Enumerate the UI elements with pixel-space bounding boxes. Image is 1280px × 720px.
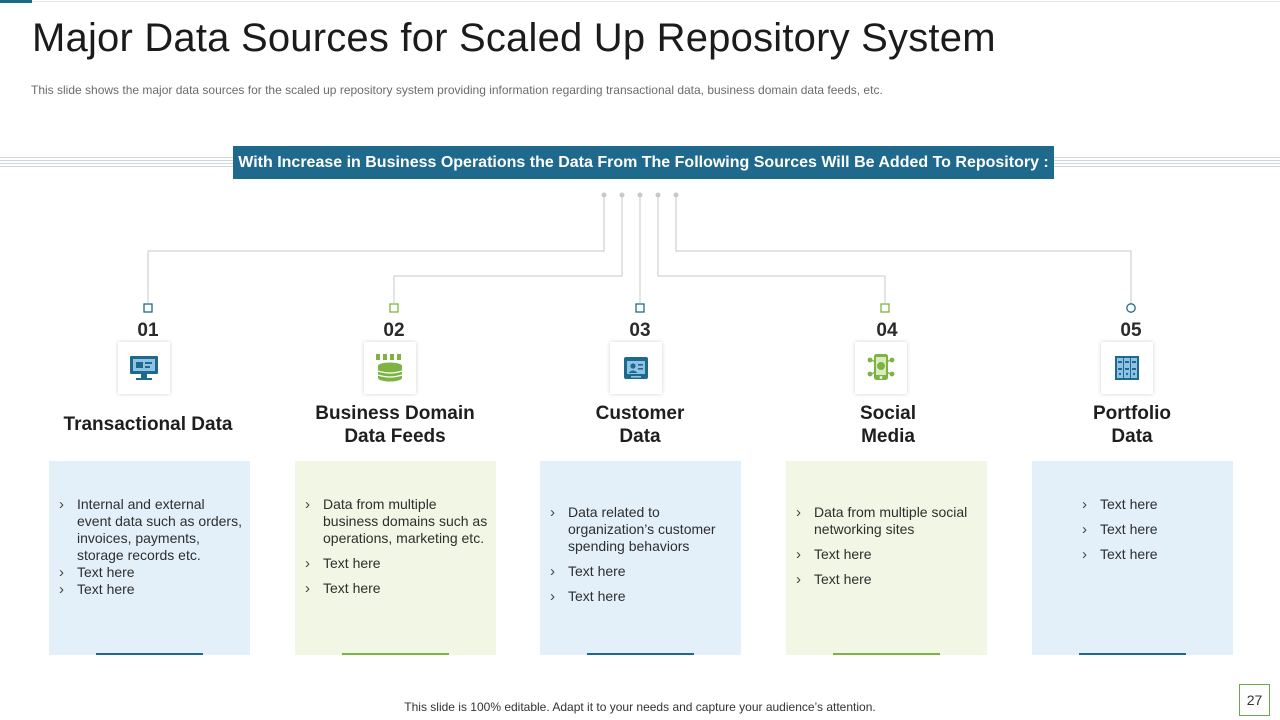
- source-card-03: Data related to organization’s customer …: [540, 461, 741, 655]
- node-marker-05: [1126, 303, 1136, 313]
- bullet-list: Data from multiple business domains such…: [305, 496, 488, 605]
- connector-04: [657, 195, 886, 303]
- smartphone-social-icon: [855, 342, 907, 394]
- bullet-item: Text here: [1082, 521, 1225, 538]
- node-marker-01: [143, 303, 153, 313]
- bullet-list: Text here Text here Text here: [1082, 496, 1225, 571]
- slide-title: Major Data Sources for Scaled Up Reposit…: [32, 16, 996, 60]
- source-card-01: Internal and external event data such as…: [49, 461, 250, 655]
- connector-dot: [619, 192, 625, 198]
- source-number-03: 03: [629, 320, 651, 341]
- page-number: 27: [1239, 684, 1270, 716]
- bullet-item: Text here: [550, 563, 733, 580]
- slide-subtitle: This slide shows the major data sources …: [31, 83, 883, 97]
- section-banner: With Increase in Business Operations the…: [233, 146, 1054, 179]
- card-accent-bar: [587, 653, 694, 655]
- source-number-02: 02: [383, 320, 405, 341]
- source-card-02: Data from multiple business domains such…: [295, 461, 496, 655]
- top-accent-bar: [0, 0, 32, 3]
- source-number-05: 05: [1120, 320, 1142, 341]
- connector-01: [147, 195, 605, 303]
- bullet-item: Text here: [305, 555, 488, 572]
- node-marker-04: [880, 303, 890, 313]
- connector-dot: [637, 192, 643, 198]
- node-marker-03: [635, 303, 645, 313]
- source-title-line: Data: [1111, 426, 1153, 447]
- connector-dot: [655, 192, 661, 198]
- source-title-line: Customer: [595, 403, 685, 424]
- footer-note: This slide is 100% editable. Adapt it to…: [404, 700, 876, 714]
- bullet-item: Text here: [305, 580, 488, 597]
- connector-02: [393, 195, 623, 303]
- connector-05: [675, 195, 1132, 303]
- bullet-item: Text here: [59, 581, 242, 598]
- source-title-line: Data: [619, 426, 661, 447]
- source-title-line: Social: [860, 403, 916, 424]
- computer-monitor-icon: [118, 342, 170, 394]
- customer-profile-icon: [610, 342, 662, 394]
- bullet-list: Data from multiple social networking sit…: [796, 504, 979, 596]
- source-title-05: Portfolio Data: [1022, 402, 1242, 448]
- connector-dot: [601, 192, 607, 198]
- card-accent-bar: [96, 653, 203, 655]
- source-number-01: 01: [137, 320, 159, 341]
- bullet-item: Text here: [1082, 546, 1225, 563]
- card-accent-bar: [1079, 653, 1186, 655]
- source-title-03: Customer Data: [530, 402, 750, 448]
- bullet-item: Text here: [550, 588, 733, 605]
- source-number-04: 04: [876, 320, 898, 341]
- bullet-item: Data from multiple social networking sit…: [796, 504, 979, 538]
- bullet-item: Text here: [796, 546, 979, 563]
- connector-dot: [673, 192, 679, 198]
- top-rule: [32, 1, 1280, 2]
- card-accent-bar: [833, 653, 940, 655]
- source-title-line: Business Domain: [315, 403, 475, 424]
- source-title-line: Media: [861, 426, 915, 447]
- bullet-item: Text here: [59, 564, 242, 581]
- source-title-line: Data Feeds: [344, 426, 446, 447]
- bullet-list: Data related to organization’s customer …: [550, 504, 733, 613]
- bullet-item: Data related to organization’s customer …: [550, 504, 733, 555]
- source-title-01: Transactional Data: [38, 413, 258, 436]
- node-marker-02: [389, 303, 399, 313]
- source-title-line: Portfolio: [1092, 403, 1172, 424]
- bullet-item: Text here: [1082, 496, 1225, 513]
- bullet-item: Internal and external event data such as…: [59, 496, 242, 564]
- source-title-04: Social Media: [778, 402, 998, 448]
- database-stack-icon: [364, 342, 416, 394]
- source-title-line: Transactional Data: [63, 414, 233, 435]
- bullet-item: Text here: [796, 571, 979, 588]
- bullet-item: Data from multiple business domains such…: [305, 496, 488, 547]
- bullet-list: Internal and external event data such as…: [59, 496, 242, 598]
- source-card-04: Data from multiple social networking sit…: [786, 461, 987, 655]
- source-title-02: Business Domain Data Feeds: [285, 402, 505, 448]
- portfolio-cabinet-icon: [1101, 342, 1153, 394]
- card-accent-bar: [342, 653, 449, 655]
- source-card-05: Text here Text here Text here: [1032, 461, 1233, 655]
